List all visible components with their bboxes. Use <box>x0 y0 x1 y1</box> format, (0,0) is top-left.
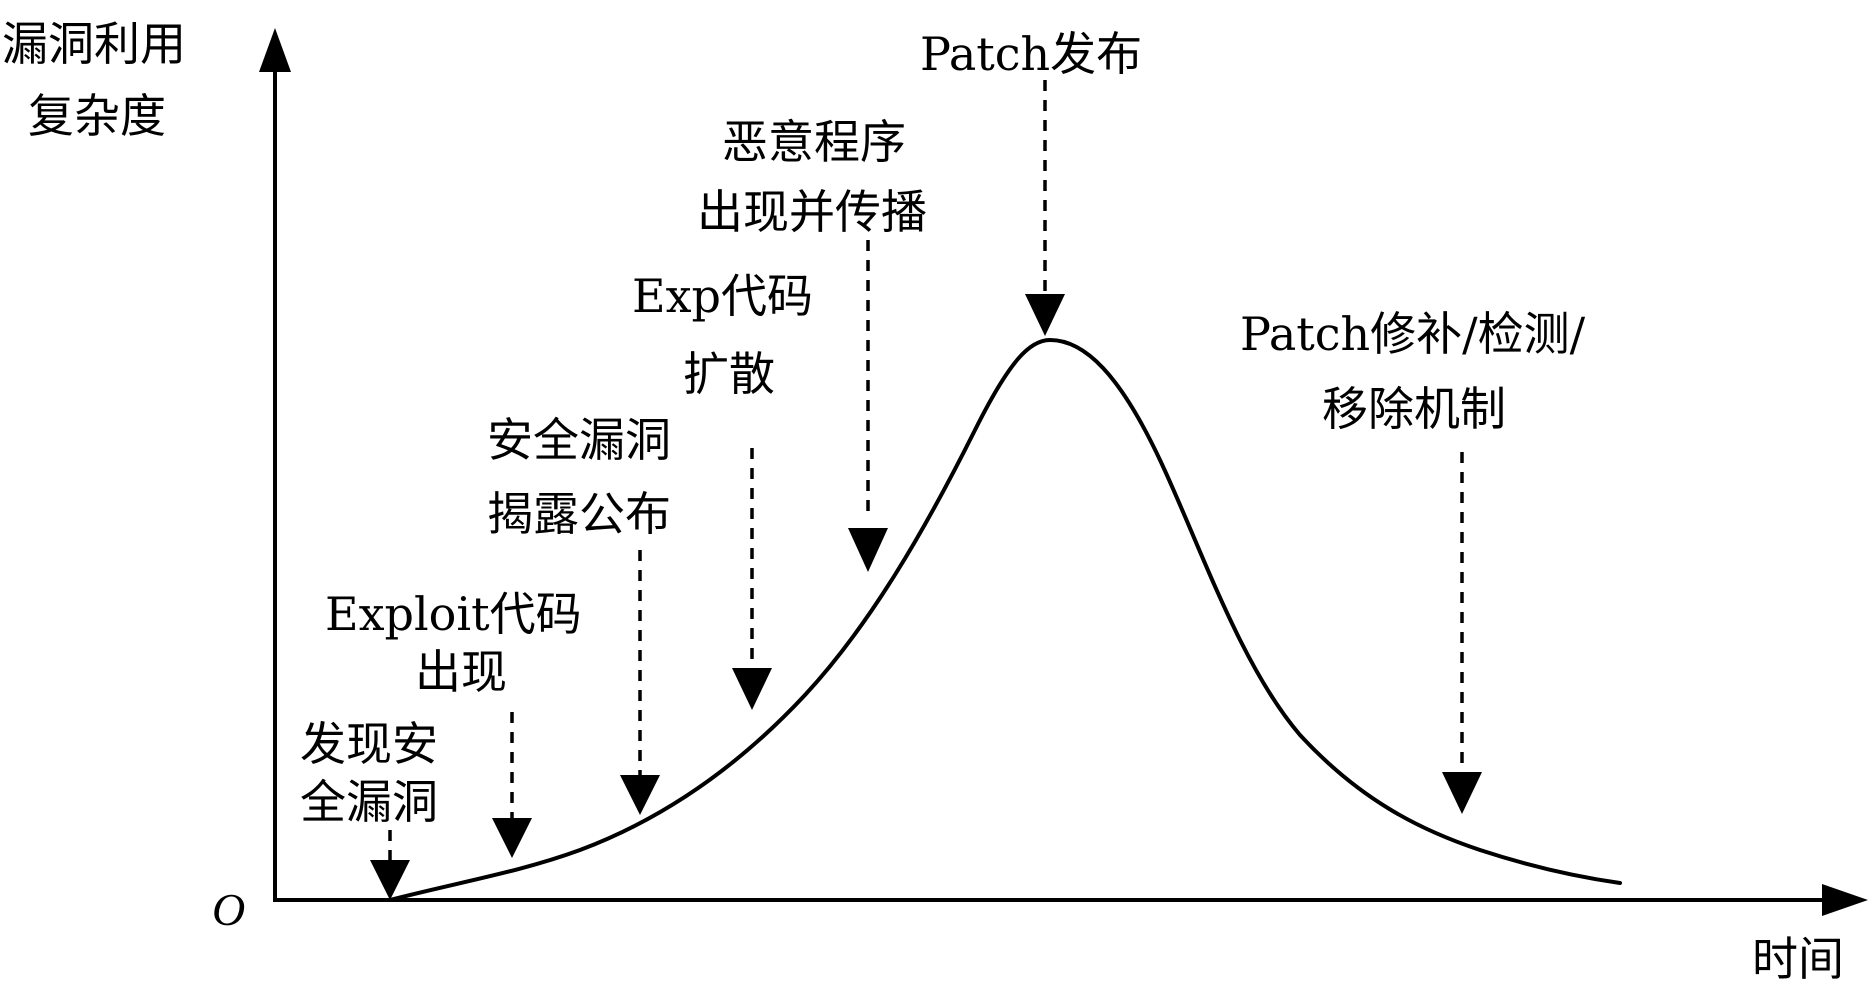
stage-arrows <box>388 80 1464 868</box>
label-exp-spread-line2: 扩散 <box>683 347 775 401</box>
arrowhead-disclosure <box>620 775 660 815</box>
complexity-curve <box>388 337 1622 902</box>
label-disclosure-line2: 揭露公布 <box>487 487 671 541</box>
x-axis-label: 时间 <box>1752 932 1844 986</box>
origin-label: O <box>212 884 245 935</box>
arrowhead-discover <box>370 860 410 900</box>
y-axis-label-line2: 复杂度 <box>28 89 166 143</box>
label-malware-line1: 恶意程序 <box>722 115 906 169</box>
arrowhead-malware <box>848 528 888 572</box>
x-axis-arrowhead <box>1822 884 1868 916</box>
label-exp-spread-line1: Exp代码 <box>632 269 813 323</box>
label-disclosure-line1: 安全漏洞 <box>487 413 671 467</box>
y-axis-arrowhead <box>259 28 291 72</box>
label-patch-release: Patch发布 <box>920 27 1142 81</box>
arrowhead-exp-spread <box>732 668 772 710</box>
stage-labels: 发现安 全漏洞 Exploit代码 出现 安全漏洞 揭露公布 Exp代码 扩散 … <box>300 27 1586 829</box>
arrowhead-patch-release <box>1025 294 1065 336</box>
label-discover-line1: 发现安 <box>300 717 438 771</box>
label-malware-line2: 出现并传播 <box>697 185 927 239</box>
stage-arrowheads <box>370 294 1482 900</box>
label-discover-line2: 全漏洞 <box>300 775 438 829</box>
axes <box>259 28 1868 916</box>
label-exploit-appears-line1: Exploit代码 <box>325 587 582 641</box>
arrowhead-patch-fix <box>1442 772 1482 814</box>
label-patch-fix-line2: 移除机制 <box>1322 382 1506 436</box>
label-exploit-appears-line2: 出现 <box>415 645 507 699</box>
y-axis-label-line1: 漏洞利用 <box>2 17 186 71</box>
arrowhead-exploit-appears <box>492 818 532 858</box>
label-patch-fix-line1: Patch修补/检测/ <box>1240 307 1586 361</box>
